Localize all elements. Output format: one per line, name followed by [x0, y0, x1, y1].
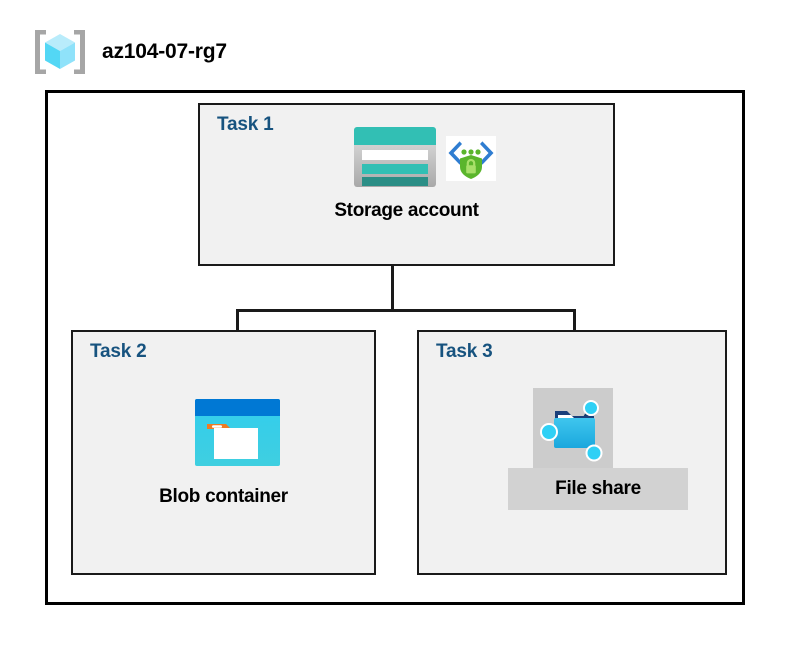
- task-3-label: Task 3: [436, 341, 493, 362]
- connector-horizontal-bus: [236, 309, 576, 312]
- resource-group-header: az104-07-rg7: [32, 26, 227, 78]
- blob-container-icon: [193, 397, 282, 468]
- file-share-icon: [537, 391, 609, 463]
- connector-storage-to-bus: [391, 266, 394, 312]
- resource-group-icon: [32, 26, 88, 78]
- task-2-label: Task 2: [90, 341, 147, 362]
- storage-account-icon: [352, 125, 438, 189]
- blob-container-caption: Blob container: [159, 486, 288, 507]
- secure-endpoint-shield-icon: [446, 136, 496, 181]
- storage-account-caption: Storage account: [334, 200, 479, 221]
- task-1-label: Task 1: [217, 114, 274, 135]
- file-share-caption: File share: [555, 478, 641, 499]
- file-share-label-highlight: [508, 468, 688, 510]
- page-title: az104-07-rg7: [102, 40, 227, 63]
